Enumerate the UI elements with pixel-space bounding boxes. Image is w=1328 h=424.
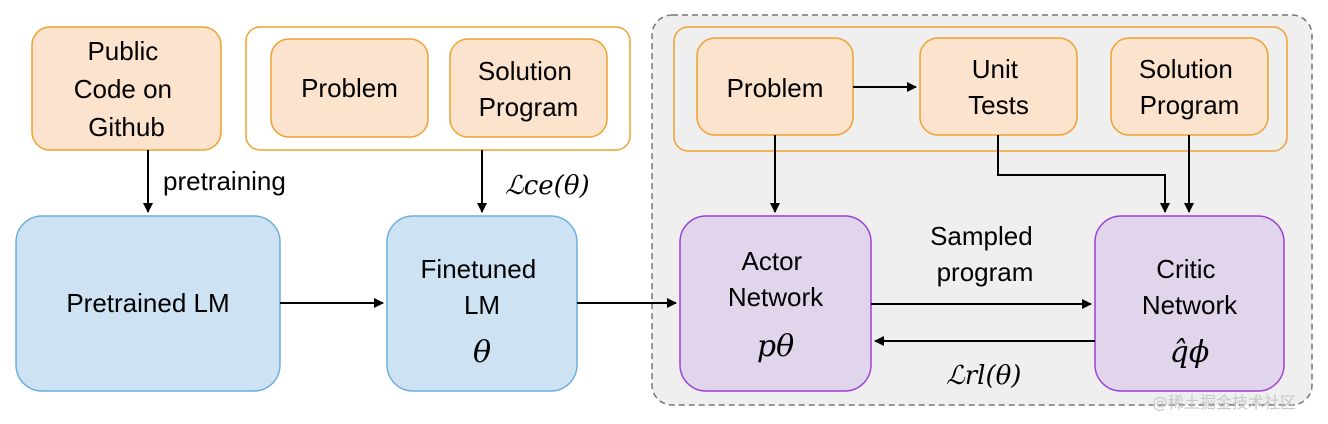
sampled-program-line-2: program <box>937 257 1034 287</box>
unit-tests-line-2: Tests <box>968 90 1029 120</box>
critic-line-2: Network <box>1142 290 1238 320</box>
solution-node-2: Solution Program <box>1110 37 1269 136</box>
finetuned-lm-line-2: LM <box>464 290 500 320</box>
sampled-program-line-1: Sampled <box>930 221 1033 251</box>
public-code-line-1: Public <box>87 36 158 66</box>
problem-node-1: Problem <box>270 38 429 138</box>
pretrained-lm-node: Pretrained LM <box>15 215 281 392</box>
public-code-line-3: Github <box>88 112 165 142</box>
unit-tests-line-1: Unit <box>972 54 1019 84</box>
pretrained-lm-label: Pretrained LM <box>66 288 229 318</box>
critic-line-1: Critic <box>1156 254 1215 284</box>
svg-text:Critic Network: Critic Network <box>1142 254 1238 320</box>
svg-text:Finetuned LM: Finetuned LM <box>421 254 544 320</box>
rl-data-group <box>673 26 1288 152</box>
critic-network-node: Critic Network q̂ϕ <box>1094 215 1285 392</box>
svg-text:Public Code on Git: Public Code on Github <box>74 36 180 142</box>
actor-line-2: Network <box>728 282 824 312</box>
solution-1-line-1: Solution <box>478 56 572 86</box>
problem-2-label: Problem <box>727 73 824 103</box>
solution-node-1: Solution Program <box>449 38 608 138</box>
ce-loss-label: ℒce(θ) <box>505 171 590 201</box>
problem-node-2: Problem <box>696 37 854 136</box>
pretraining-label: pretraining <box>163 166 286 196</box>
problem-1-label: Problem <box>301 73 398 103</box>
actor-symbol: pθ <box>757 329 794 364</box>
critic-symbol: q̂ϕ <box>1170 335 1210 370</box>
finetuned-lm-line-1: Finetuned <box>421 254 537 284</box>
unit-tests-node: Unit Tests <box>919 37 1078 136</box>
svg-text:Sampled program: Sampled program <box>930 221 1040 287</box>
actor-line-1: Actor <box>742 246 803 276</box>
actor-network-node: Actor Network pθ <box>679 215 872 392</box>
svg-text:Actor Network: Actor Network <box>728 246 824 312</box>
solution-2-line-1: Solution <box>1139 54 1233 84</box>
solution-1-line-2: Program <box>479 92 579 122</box>
finetuned-lm-symbol: θ <box>473 335 491 370</box>
arrow-unit-tests-to-critic <box>997 135 1170 213</box>
public-code-node: Public Code on Github <box>31 26 222 151</box>
svg-text:Unit Tests: Unit Tests <box>968 54 1029 120</box>
public-code-line-2: Code on <box>74 74 172 104</box>
svg-text:Solution Program: Solution Program <box>1139 54 1240 120</box>
finetuned-lm-node: Finetuned LM θ <box>386 215 578 392</box>
solution-2-line-2: Program <box>1140 90 1240 120</box>
rl-loss-label: ℒrl(θ) <box>946 361 1021 391</box>
svg-text:Solution Program: Solution Program <box>478 56 579 122</box>
watermark: @稀土掘金技术社区 <box>1152 393 1296 412</box>
